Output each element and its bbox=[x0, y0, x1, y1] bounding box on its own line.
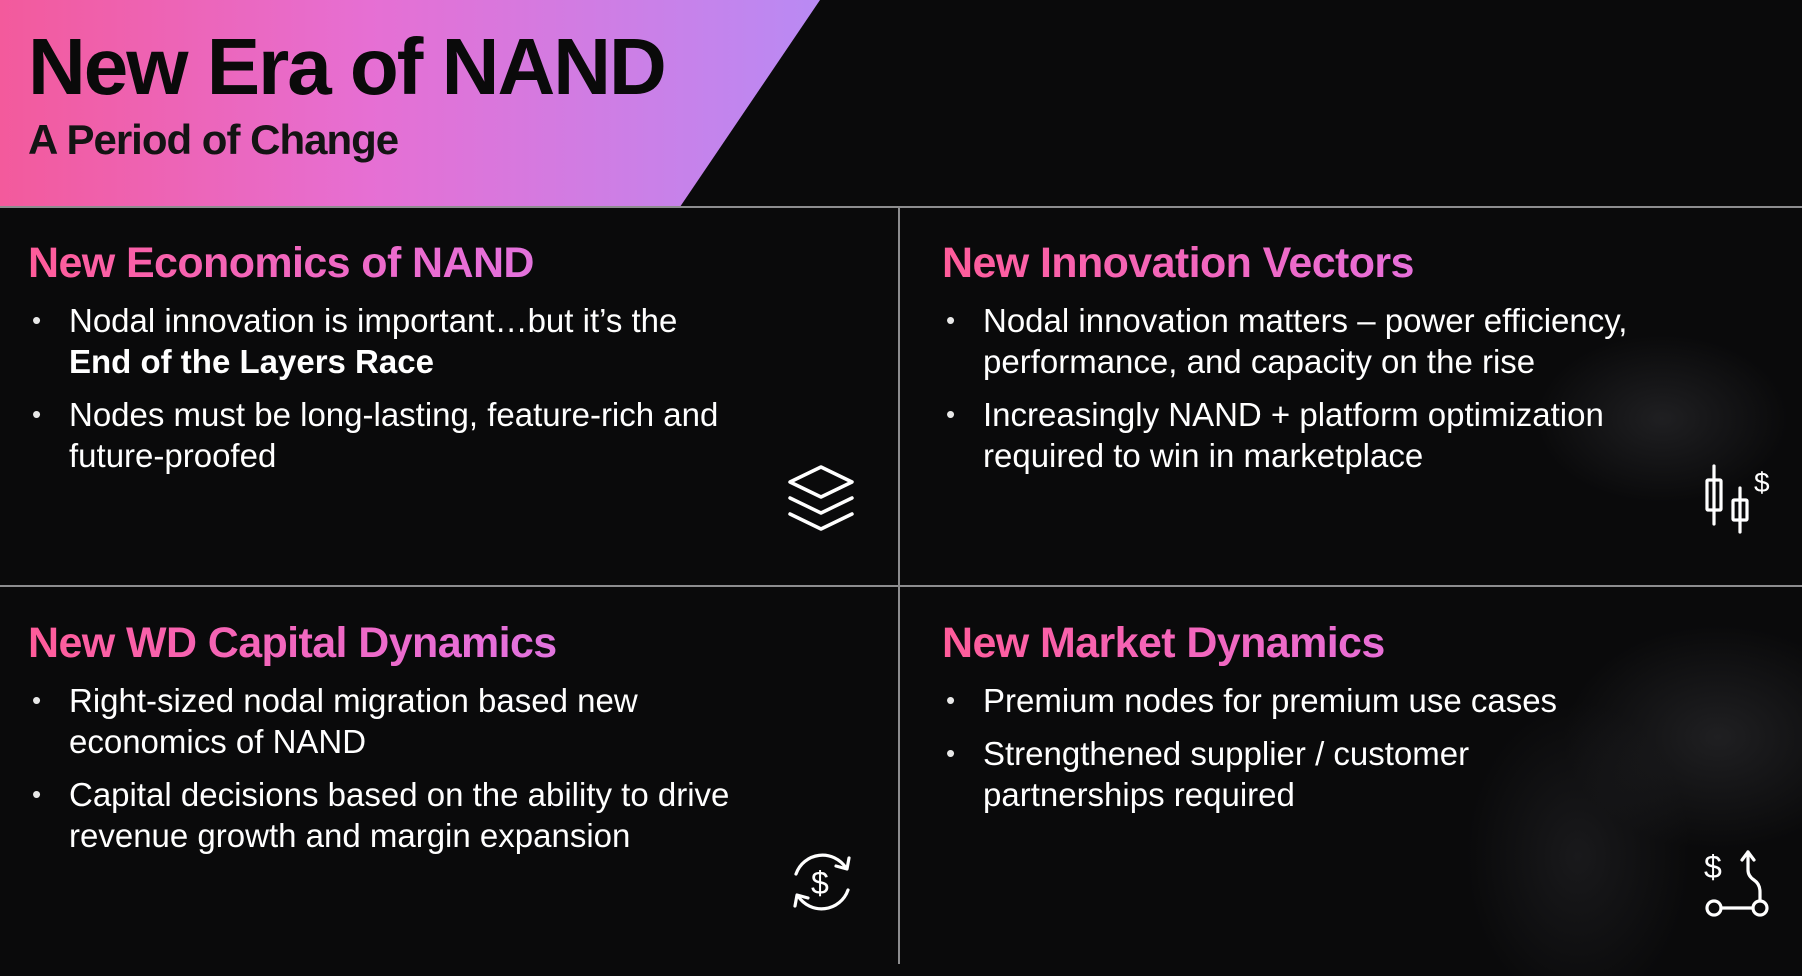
bullet-text: Nodal innovation is important…but it’s t… bbox=[69, 302, 678, 339]
quadrant-heading: New WD Capital Dynamics bbox=[28, 618, 848, 668]
bullet-list: Nodal innovation matters – power efficie… bbox=[942, 300, 1762, 476]
slide-title: New Era of NAND bbox=[28, 22, 667, 111]
svg-text:$: $ bbox=[1704, 849, 1722, 885]
bullet-bold-text: End of the Layers Race bbox=[69, 343, 434, 380]
list-item: Nodal innovation is important…but it’s t… bbox=[28, 300, 759, 382]
divider-top bbox=[0, 206, 1802, 208]
bullet-list: Right-sized nodal migration based new ec… bbox=[28, 680, 848, 856]
candlestick-dollar-icon: $ bbox=[1700, 462, 1772, 534]
list-item: Capital decisions based on the ability t… bbox=[28, 774, 809, 856]
list-item: Nodes must be long-lasting, feature-rich… bbox=[28, 394, 719, 476]
quadrant-innovation: New Innovation Vectors Nodal innovation … bbox=[942, 238, 1762, 488]
layers-icon bbox=[786, 462, 856, 536]
title-banner bbox=[0, 0, 820, 206]
list-item: Increasingly NAND + platform optimizatio… bbox=[942, 394, 1683, 476]
quadrant-economics: New Economics of NAND Nodal innovation i… bbox=[28, 238, 848, 488]
divider-vertical bbox=[898, 206, 900, 964]
dollar-cycle-icon: $ bbox=[784, 844, 860, 920]
quadrant-heading: New Innovation Vectors bbox=[942, 238, 1762, 288]
quadrant-capital: New WD Capital Dynamics Right-sized noda… bbox=[28, 618, 848, 868]
slide-subtitle: A Period of Change bbox=[28, 116, 399, 163]
quadrant-heading: New Economics of NAND bbox=[28, 238, 848, 288]
quadrant-heading: New Market Dynamics bbox=[942, 618, 1762, 668]
divider-middle bbox=[0, 585, 1802, 587]
list-item: Strengthened supplier / customer partner… bbox=[942, 733, 1543, 815]
quadrant-market: New Market Dynamics Premium nodes for pr… bbox=[942, 618, 1762, 827]
svg-text:$: $ bbox=[811, 865, 829, 901]
list-item: Premium nodes for premium use cases bbox=[942, 680, 1703, 721]
bullet-list: Nodal innovation is important…but it’s t… bbox=[28, 300, 848, 476]
list-item: Right-sized nodal migration based new ec… bbox=[28, 680, 719, 762]
svg-text:$: $ bbox=[1754, 467, 1770, 498]
bullet-list: Premium nodes for premium use cases Stre… bbox=[942, 680, 1762, 815]
dollar-route-icon: $ bbox=[1700, 846, 1776, 922]
list-item: Nodal innovation matters – power efficie… bbox=[942, 300, 1703, 382]
